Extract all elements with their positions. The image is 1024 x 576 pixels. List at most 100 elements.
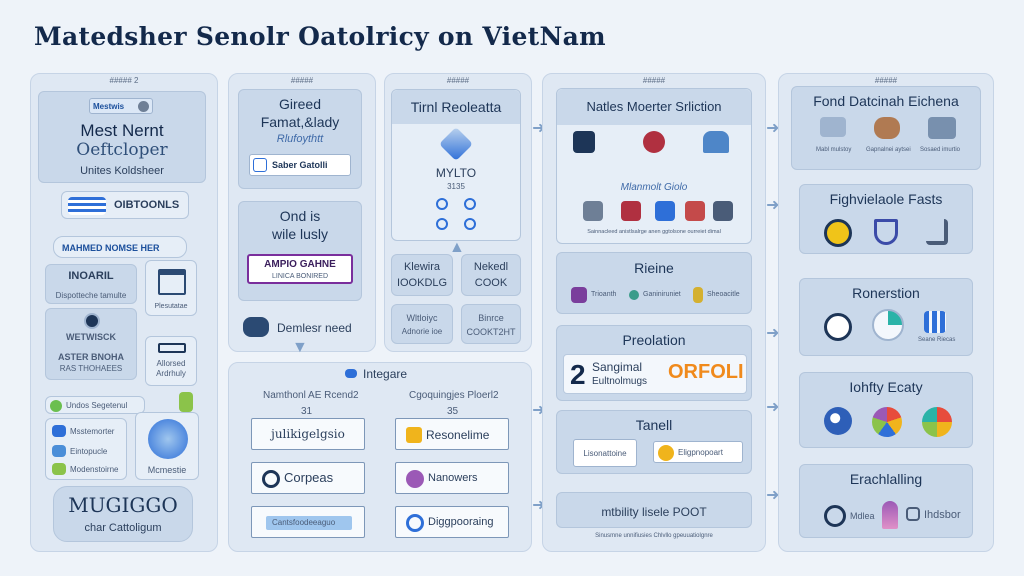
integ-left-item-0[interactable]: julikigelgsio bbox=[251, 418, 365, 450]
riene-icon-1 bbox=[629, 290, 639, 300]
main-card[interactable]: Mestwis Mest Nernt Oeftcloper Unites Kol… bbox=[38, 91, 206, 183]
integ-right-label-1: Nanowers bbox=[428, 472, 478, 484]
card5-5-l2: Ihdsbor bbox=[924, 509, 961, 521]
blocks-label: Msstemorter bbox=[70, 427, 115, 436]
col1-head: Namthonl AE Rcend2 bbox=[263, 390, 359, 401]
integ-right-item-0[interactable]: Resonelime bbox=[395, 418, 509, 450]
nekedl-l2: COOK bbox=[474, 277, 508, 289]
battery-icon bbox=[158, 343, 186, 353]
footer-sub: Sinusmne unnifiusies Chlvllo gpeuuatiolg… bbox=[595, 533, 713, 539]
card5-1-title: Fond Datcinah Eichena bbox=[813, 93, 959, 109]
stamp-l2: LINICA BONIRED bbox=[271, 273, 328, 280]
tanell-title: Tanell bbox=[635, 417, 673, 433]
integ-left-item-2[interactable]: Cantsfoodeeaguo bbox=[251, 506, 365, 538]
integare-title: Integare bbox=[363, 367, 408, 381]
target-icon bbox=[824, 505, 846, 527]
list-card[interactable]: Msstemorter Eintopucle Modenstoirne bbox=[45, 418, 127, 480]
alloy-card[interactable]: Allorsed Ardrhuly bbox=[145, 336, 197, 386]
column-1: ##### 2 Mestwis Mest Nernt Oeftcloper Un… bbox=[30, 73, 218, 552]
wetwick-label: WETWISCK bbox=[66, 332, 116, 342]
cube-icon bbox=[439, 127, 473, 161]
gear-icon bbox=[50, 400, 62, 412]
integ-right-item-2[interactable]: Diggpooraing bbox=[395, 506, 509, 538]
card-ronerstion[interactable]: Ronerstion Seane Riecas bbox=[799, 278, 973, 356]
aster-sub: RAS THOHAEES bbox=[59, 364, 123, 373]
lever-icon bbox=[926, 219, 948, 245]
card-sriction[interactable]: Natles Moerter Srliction Mlanmolt Giolo … bbox=[556, 88, 752, 244]
banner-card[interactable]: OIBTOONLS bbox=[61, 191, 189, 219]
card-preolation[interactable]: Preolation 2 Sangimal Eultnolmugs ORFOLI bbox=[556, 325, 752, 401]
card-wile[interactable]: Ond is wile lusly AMPIO GAHNE LINICA BON… bbox=[238, 201, 362, 301]
shield-outline-icon bbox=[874, 219, 898, 245]
wetwick-card[interactable]: WETWISCK ASTER BNOHA RAS THOHAEES bbox=[45, 308, 137, 380]
cookt-l1: Binrce bbox=[478, 313, 504, 323]
card-reoleatta-header: Tirnl Reoleatta bbox=[392, 90, 520, 124]
card-blue[interactable]: Wltloiyc Adnorie ioe bbox=[391, 304, 453, 344]
pred-title: Preolation bbox=[622, 332, 686, 348]
arrow-right-8: ➜ bbox=[766, 487, 780, 504]
card1-logo: Mlanmolt Giolo bbox=[620, 182, 688, 193]
integare-panel: Integare Namthonl AE Rcend2 31 Cgoquingj… bbox=[228, 362, 532, 552]
box-icon-1 bbox=[583, 201, 603, 221]
card-erachlalling[interactable]: Erachlalling Mdlea Ihdsbor bbox=[799, 464, 973, 538]
stack-icon-3 bbox=[52, 463, 66, 475]
card-footer[interactable]: mtbility lisele POOT bbox=[556, 492, 752, 528]
donut-icon bbox=[872, 407, 902, 437]
logo-icon bbox=[138, 101, 149, 112]
chat-icon bbox=[243, 317, 269, 337]
blue-l1: Wltloiyc bbox=[406, 313, 438, 323]
card-ecaty[interactable]: Iohfty Ecaty bbox=[799, 372, 973, 448]
card-famat[interactable]: Gireed Famat,&lady Rlufoythtt Saber Gato… bbox=[238, 89, 362, 189]
banner-stripes-icon bbox=[68, 197, 106, 215]
card-nekedl[interactable]: Nekedl COOK bbox=[461, 254, 521, 296]
shield-icon bbox=[148, 419, 188, 459]
card-eichena[interactable]: Fond Datcinah Eichena Mabl mulstoy Gapna… bbox=[791, 86, 981, 170]
footer-title: mtbility lisele POOT bbox=[601, 505, 707, 519]
saber-chip[interactable]: Saber Gatolli bbox=[249, 154, 351, 176]
main-small: Unites Koldsheer bbox=[80, 165, 164, 177]
inroarl-card[interactable]: INOARIL Dispotteche tamulte bbox=[45, 264, 137, 304]
cookt-l2: COOKT2HT bbox=[466, 327, 516, 337]
card-reoleatta[interactable]: Tirnl Reoleatta MYLTO 3135 bbox=[391, 89, 521, 241]
col1-num: 31 bbox=[301, 406, 313, 417]
card5-1-cap-0: Mabl mulstoy bbox=[816, 147, 852, 153]
photo-icon-2 bbox=[874, 117, 900, 139]
tower-card[interactable]: Plesutatae bbox=[145, 260, 197, 316]
klewira-l2: IOOKDLG bbox=[396, 277, 448, 289]
card-fasts[interactable]: Fighvielaole Fasts bbox=[799, 184, 973, 254]
tanell-left-chip[interactable]: Lisonattoine bbox=[573, 439, 637, 467]
column-5: ##### Fond Datcinah Eichena Mabl mulstoy… bbox=[778, 73, 994, 552]
code-l1: MYLTO bbox=[435, 166, 477, 180]
card1-caption: Sainnacleed anistlsalrge anen ggtolsone … bbox=[587, 229, 721, 235]
main-subtitle: Oeftcloper bbox=[76, 140, 168, 160]
ring-icon bbox=[262, 470, 280, 488]
stamp-l1: AMPIO GAHNE bbox=[264, 259, 336, 270]
tanell-right-chip[interactable]: Eligpnopoart bbox=[653, 441, 743, 463]
flag-icon-b bbox=[655, 201, 675, 221]
card-riene[interactable]: Rieine Trioanth Ganiniruniet Sheoacitle bbox=[556, 252, 752, 314]
clock-icon bbox=[824, 313, 852, 341]
riene-item-0: Trioanth bbox=[591, 291, 617, 298]
family-icon bbox=[882, 501, 898, 529]
code-l2: 3135 bbox=[447, 182, 465, 191]
card5-3-title: Ronerstion bbox=[852, 285, 920, 301]
flag-icon-a bbox=[621, 201, 641, 221]
shield-card[interactable]: Mcmestie bbox=[135, 412, 199, 480]
integare-icon bbox=[345, 369, 357, 378]
card-klewira[interactable]: Klewira IOOKDLG bbox=[391, 254, 453, 296]
arrow-right-7: ➜ bbox=[766, 399, 780, 416]
pred-panel: 2 Sangimal Eultnolmugs ORFOLI bbox=[563, 354, 747, 394]
stats-row: Undos Segetenul bbox=[45, 396, 145, 414]
card-tanell[interactable]: Tanell Lisonattoine Eligpnopoart bbox=[556, 410, 752, 474]
column-3: ##### Tirnl Reoleatta MYLTO 3135 ▲ Klewi… bbox=[384, 73, 532, 352]
inroarl-sub: Dispotteche tamulte bbox=[55, 291, 127, 300]
integ-right-item-1[interactable]: Nanowers bbox=[395, 462, 509, 494]
alloy-label: Allorsed Ardrhuly bbox=[156, 359, 186, 378]
card-wile-l1: Ond is bbox=[279, 208, 321, 224]
column-2-label: ##### bbox=[290, 76, 314, 85]
col2-head: Cgoquingjes Ploerl2 bbox=[409, 390, 499, 401]
integ-left-item-1[interactable]: Corpeas bbox=[251, 462, 365, 494]
riene-title: Rieine bbox=[634, 260, 674, 276]
card-cookt[interactable]: Binrce COOKT2HT bbox=[461, 304, 521, 344]
footer-card[interactable]: MUGIGGO char Cattoligum bbox=[53, 486, 193, 542]
